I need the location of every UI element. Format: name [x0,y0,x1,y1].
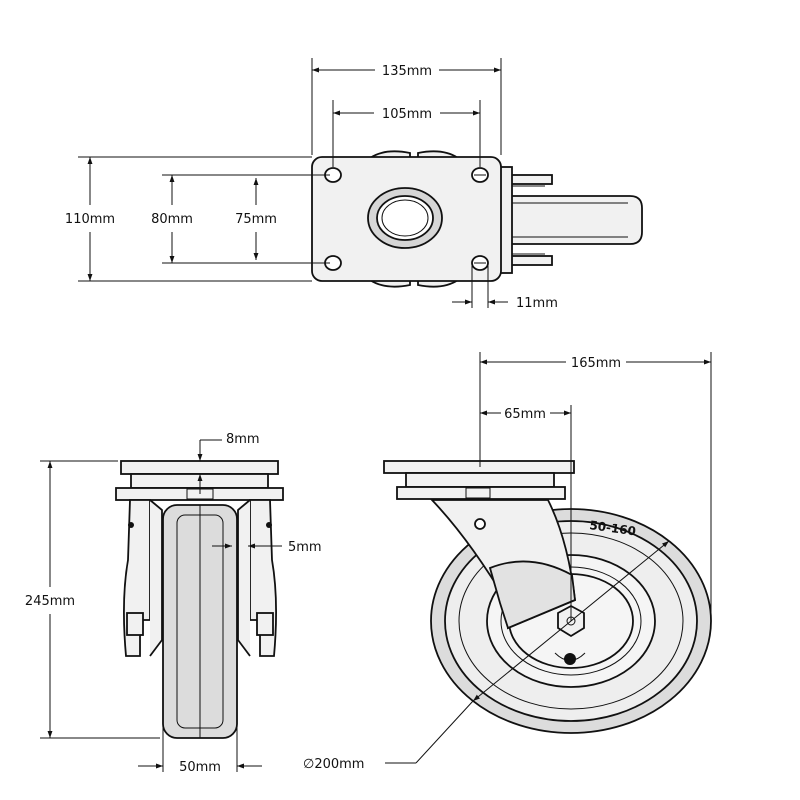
dim-wheel-width: 50mm [179,760,221,775]
side-top-plate [383,460,575,474]
dim-hole-diameter: 11mm [516,296,558,311]
dim-overall-height: 245mm [25,594,75,609]
mounting-holes [324,167,489,271]
front-view: 8mm 5mm 245mm 50mm [25,432,322,775]
kingpin-bearing [367,187,443,249]
dim-offset: 65mm [504,407,546,422]
dim-swivel-radius: 165mm [571,356,621,371]
dim-hole-spacing-y-inner: 75mm [235,212,277,227]
dim-plate-width: 135mm [382,64,432,79]
dim-wheel-diameter: ∅200mm [303,757,364,772]
dim-plate-thickness: 8mm [226,432,260,447]
top-view-wheel-housing [497,166,643,274]
dim-hole-spacing-x: 105mm [382,107,432,122]
front-top-plate [120,460,279,475]
side-view: 50-160 165mm 65mm ∅200mm [303,352,712,772]
dim-hole-spacing-y-outer: 80mm [151,212,193,227]
wheel-marking: 50-160 [589,518,637,538]
top-view: 135mm 105mm 110mm 80mm 75mm 11mm [65,58,643,311]
dim-plate-height: 110mm [65,212,115,227]
dim-fork-thickness: 5mm [288,540,322,555]
